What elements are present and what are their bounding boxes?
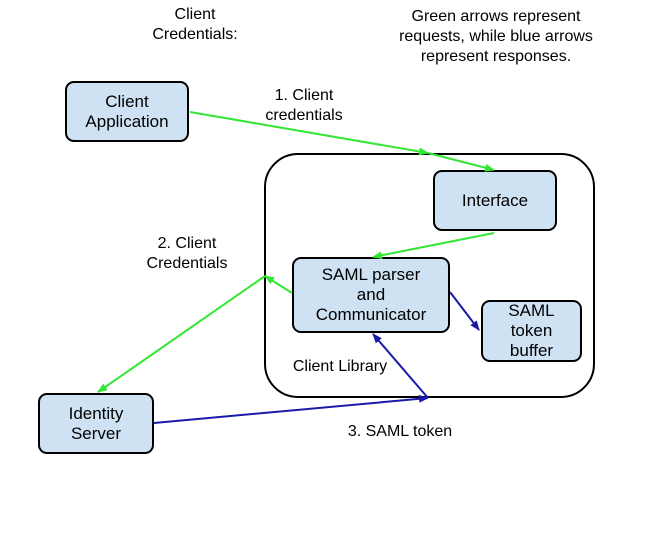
request-arrow-interface-to-parser bbox=[372, 232, 495, 260]
client-application-node: Client Application bbox=[65, 81, 189, 142]
diagram-title: Client Credentials: bbox=[152, 6, 238, 43]
response-arrow-identity-to-library bbox=[153, 394, 429, 424]
identity-server-node: Identity Server bbox=[38, 393, 154, 454]
request-arrow-edge-to-identity bbox=[97, 275, 266, 393]
saml-token-buffer-node: SAML token buffer bbox=[481, 300, 582, 362]
legend-note: Green arrows represent requests, while b… bbox=[399, 8, 593, 65]
request-arrow-app-to-library bbox=[189, 111, 429, 156]
edge-label-step2: 2. Client Credentials bbox=[146, 235, 228, 272]
container-label: Client Library bbox=[292, 358, 388, 375]
saml-parser-node: SAML parser and Communicator bbox=[292, 257, 450, 333]
edge-label-step1: 1. Client credentials bbox=[265, 87, 343, 124]
request-arrow-library-to-interface bbox=[427, 152, 495, 172]
interface-node: Interface bbox=[433, 170, 557, 231]
request-arrow-parser-to-edge bbox=[264, 275, 293, 294]
response-arrow-library-to-parser bbox=[372, 333, 429, 399]
response-arrow-parser-to-buffer bbox=[449, 291, 480, 331]
edge-label-step3: 3. SAML token bbox=[347, 423, 453, 440]
